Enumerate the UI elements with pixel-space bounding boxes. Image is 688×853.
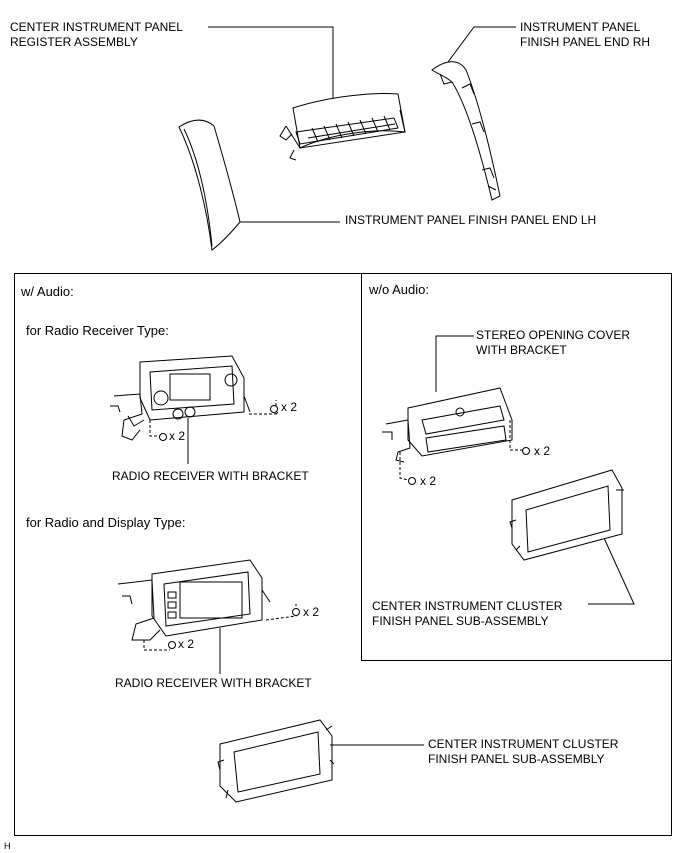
- leader-register: [208, 26, 334, 100]
- leader-finish-rh: [447, 26, 516, 63]
- stereo-cover-label-line2: WITH BRACKET: [476, 343, 567, 357]
- screw-count-radio1-right: x 2: [281, 400, 298, 414]
- cluster-w-label-line2: FINISH PANEL SUB-ASSEMBLY: [428, 752, 605, 766]
- finish-rh-label-line2: FINISH PANEL END RH: [520, 35, 651, 49]
- radio-receiver-1-part: [110, 355, 279, 441]
- cluster-wo-label-line2: FINISH PANEL SUB-ASSEMBLY: [372, 614, 549, 628]
- leader-stereo: [435, 335, 474, 392]
- w-audio-label: w/ Audio:: [21, 284, 74, 299]
- screw-count-radio2-bottom: x 2: [178, 637, 195, 651]
- finish-panel-lh-part: [178, 119, 241, 251]
- corner-mark: H: [4, 841, 11, 851]
- finish-panel-rh-part: [431, 61, 501, 201]
- stereo-cover-part: [382, 387, 530, 485]
- cluster-panel-wo-part: [509, 469, 624, 561]
- radio-receiver-bracket-label-2: RADIO RECEIVER WITH BRACKET: [115, 676, 312, 690]
- cluster-panel-w-part: [217, 719, 335, 803]
- radio-display-type-heading: for Radio and Display Type:: [26, 515, 186, 530]
- finish-rh-label-line1: INSTRUMENT PANEL: [520, 20, 641, 34]
- register-label-line1: CENTER INSTRUMENT PANEL: [10, 20, 183, 34]
- stereo-cover-label-line1: STEREO OPENING COVER: [476, 328, 631, 342]
- radio-receiver-2-part: [117, 559, 300, 651]
- wo-audio-label: w/o Audio:: [369, 282, 429, 297]
- screw-count-stereo-bottom: x 2: [420, 474, 437, 488]
- cluster-wo-label-line1: CENTER INSTRUMENT CLUSTER: [372, 599, 563, 613]
- wo-audio-frame: [361, 273, 672, 661]
- leader-cluster-wo: [588, 537, 635, 605]
- screw-count-stereo-right: x 2: [534, 444, 551, 458]
- register-label-line2: REGISTER ASSEMBLY: [10, 35, 138, 49]
- radio-receiver-bracket-label-1: RADIO RECEIVER WITH BRACKET: [112, 469, 309, 483]
- radio-receiver-type-heading: for Radio Receiver Type:: [26, 323, 169, 338]
- finish-lh-label: INSTRUMENT PANEL FINISH PANEL END LH: [345, 213, 597, 227]
- cluster-w-label-line1: CENTER INSTRUMENT CLUSTER: [428, 737, 619, 751]
- screw-count-radio2-right: x 2: [303, 605, 320, 619]
- register-assembly-part: [279, 93, 406, 161]
- screw-count-radio1-bottom: x 2: [169, 429, 186, 443]
